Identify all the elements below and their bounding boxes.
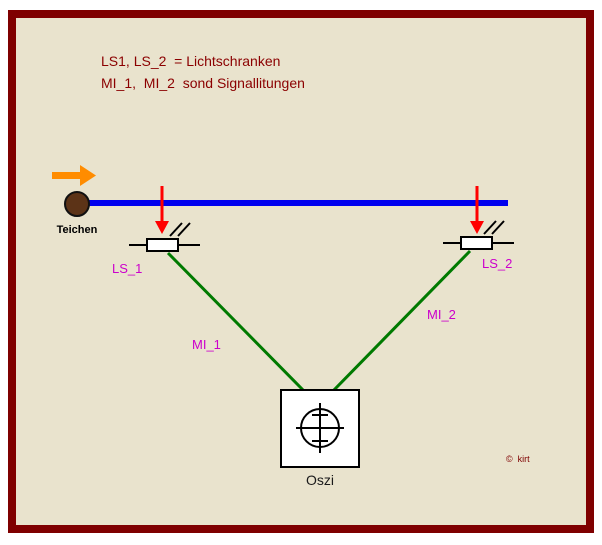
signal-line-mi2: [331, 249, 472, 393]
copyright-text: © kirt: [506, 454, 530, 464]
light-barrier-2-hatch-icon: [483, 220, 497, 235]
particle-label: Teichen: [56, 224, 98, 236]
light-barrier-2-hatch-icon: [491, 220, 505, 235]
light-barrier-1-body: [146, 238, 179, 252]
sensor-label-ls1: LS_1: [112, 261, 143, 276]
sensor-label-ls2: LS_2: [482, 256, 513, 271]
red-arrow-2-head-icon: [470, 221, 484, 234]
particle-ball: [64, 191, 90, 217]
signal-line-mi1: [166, 251, 306, 393]
red-arrow-1-head-icon: [155, 221, 169, 234]
legend-line-2: MI_1, MI_2 sond Signallitungen: [101, 75, 305, 91]
light-barrier-1-hatch-icon: [169, 222, 183, 237]
signal-label-mi2: MI_2: [427, 307, 456, 322]
light-barrier-2-body: [460, 236, 493, 250]
oscilloscope-label: Oszi: [306, 472, 334, 488]
motion-arrow-shaft: [52, 172, 80, 179]
signal-label-mi1: MI_1: [192, 337, 221, 352]
light-barrier-1-hatch-icon: [177, 222, 191, 237]
legend-line-1: LS1, LS_2 = Lichtschranken: [101, 53, 281, 69]
motion-arrow-head-icon: [80, 165, 96, 186]
